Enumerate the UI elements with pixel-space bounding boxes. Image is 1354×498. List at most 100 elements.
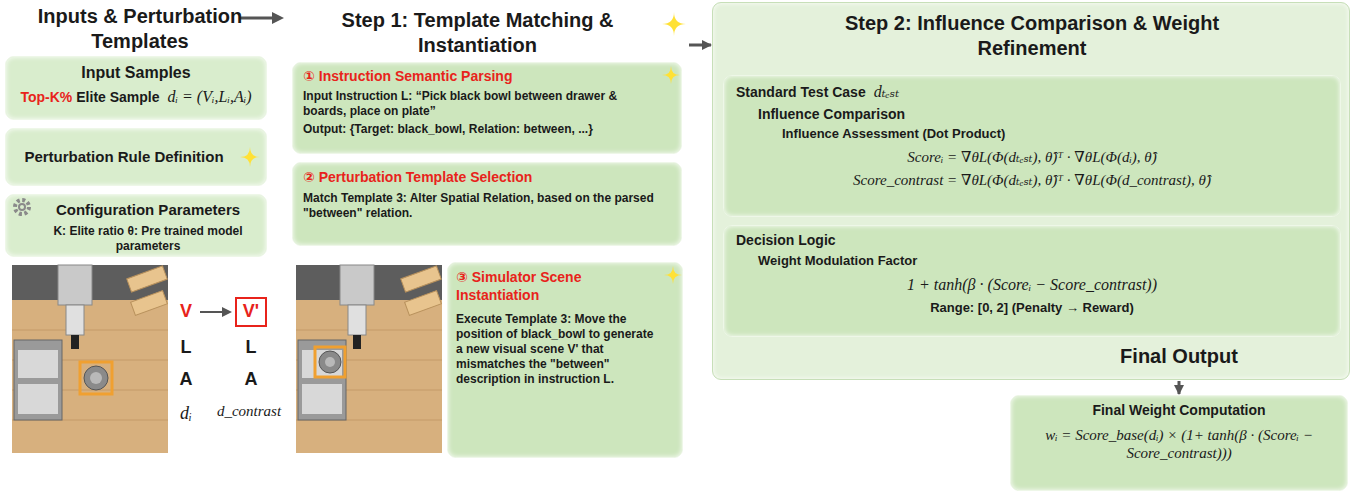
simulator-scene [296, 265, 442, 453]
node-heading: Perturbation Rule Definition [24, 148, 223, 167]
config-box: Configuration Parameters K: Elite ratio θ… [5, 194, 267, 257]
sample-symbol: dᵢ [172, 402, 200, 425]
simulator-scene [325, 357, 335, 367]
simulator-scene [90, 372, 102, 384]
node-text: dᵢ = (Vᵢ,Lᵢ,Aᵢ) [168, 88, 252, 105]
node-text: Match Template 3: Alter Spatial Relation… [303, 191, 671, 221]
simulator-scene [319, 351, 341, 373]
simulator-scene [66, 305, 84, 335]
process-box: ② Perturbation Template SelectionMatch T… [292, 162, 682, 246]
process-box: ① Instruction Semantic ParsingInput Inst… [292, 62, 682, 154]
highlight-star [662, 12, 686, 36]
scene-symbol: A [238, 368, 264, 391]
node-text: Input Instruction L: “Pick black bowl be… [303, 89, 659, 119]
simulator-scene [12, 300, 168, 453]
node-text: Execute Template 3: Move the position of… [456, 312, 662, 387]
simulator-scene [14, 340, 62, 420]
node-heading: Configuration Parameters [38, 201, 258, 220]
simulator-scene [315, 347, 345, 377]
highlight-star [240, 147, 260, 167]
transform-arrow [200, 307, 232, 317]
node-text: Influence Comparison [758, 106, 1328, 124]
output-box: Final Weight Computation wᵢ = Score_base(… [1010, 395, 1348, 491]
simulator-scene [80, 362, 112, 394]
gear-icon [18, 203, 26, 211]
node-text: wᵢ = Score_base(dᵢ) × (1+ tanh(β · (Scor… [1021, 426, 1337, 464]
simulator-scene [348, 305, 366, 335]
column-heading: Inputs & Perturbation Templates [18, 4, 262, 54]
highlight-star [664, 266, 682, 284]
node-heading: Step 2: Influence Comparison & Weight Re… [802, 11, 1262, 61]
node-heading: ① Instruction Semantic Parsing [303, 68, 659, 86]
simulator-scene [18, 350, 58, 378]
flow-arrow [1178, 381, 1181, 394]
panel-shape [6, 3, 687, 492]
node-heading: Final Weight Computation [1021, 402, 1337, 420]
simulator-scene [84, 366, 108, 390]
node-heading: Input Samples [14, 63, 258, 83]
node-heading: ② Perturbation Template Selection [303, 169, 671, 187]
scene-symbol: A [176, 368, 196, 391]
flow-arrow [240, 12, 284, 24]
node-heading: Step 1: Template Matching & Instantiatio… [290, 8, 665, 58]
node-text: Influence Assessment (Dot Product) [782, 126, 1328, 142]
gear-icon [20, 205, 24, 209]
simulator-scene [401, 266, 441, 292]
simulator-scene [12, 265, 168, 453]
scene-symbol: V' [238, 300, 264, 323]
simulator-scene [71, 335, 79, 349]
node-text: Top-K% [20, 89, 72, 105]
simulator-scene [296, 330, 442, 331]
highlight-box [236, 298, 266, 326]
simulator-scene [296, 330, 442, 420]
node-text: Elite Sample [76, 89, 159, 105]
node-text: K: Elite ratio θ: Pre trained model para… [38, 224, 258, 254]
node-text: Scoreᵢ = ∇θL(Φ(dₜₑₛₜ), θ̂)ᵀ · ∇θL(Φ(dᵢ),… [736, 148, 1328, 167]
process-box: Standard Test Case dₜₑₛₜInfluence Compari… [723, 75, 1341, 217]
node-text: Weight Modulation Factor [758, 253, 1328, 269]
node-heading: Decision Logic [736, 232, 1328, 250]
scene-symbol: L [176, 336, 196, 359]
simulator-scene [296, 265, 442, 453]
highlight-star [662, 66, 680, 84]
decision-box: Decision LogicWeight Modulation Factor 1 … [723, 225, 1341, 337]
process-box: ③ Simulator Scene InstantiationExecute T… [447, 262, 683, 458]
flow-arrow [689, 44, 711, 47]
node-text: 1 + tanh(β · (Scoreᵢ − Score_contrast)) [736, 275, 1328, 295]
transform-arrow [200, 311, 224, 313]
simulator-scene [12, 330, 168, 331]
simulator-scene [131, 291, 168, 316]
node-heading: Standard Test Case [736, 84, 866, 100]
simulator-scene [58, 265, 92, 305]
flow-arrow [240, 17, 274, 20]
gear-icon [15, 200, 29, 214]
sample-symbol: d_contrast [204, 402, 294, 421]
simulator-scene [18, 384, 58, 414]
section-heading: Final Output [1010, 344, 1348, 369]
simulator-scene [127, 266, 167, 292]
node-heading: ③ Simulator Scene Instantiation [456, 269, 662, 304]
gear-icon [15, 200, 29, 214]
node-text: Range: [0, 2] (Penalty → Reward) [736, 300, 1328, 316]
flow-arrow [272, 12, 284, 24]
node-text: Score_contrast = ∇θL(Φ(dₜₑₛₜ), θ̂)ᵀ · ∇θ… [736, 171, 1328, 190]
simulator-scene [302, 350, 342, 378]
input-box: Input SamplesTop-K%Elite Sample dᵢ = (Vᵢ,… [5, 56, 267, 120]
scene-symbol: V [176, 300, 196, 323]
transform-arrow [222, 307, 232, 317]
simulator-scene [405, 291, 442, 316]
simulator-scene [340, 265, 374, 305]
simulator-scene [296, 300, 442, 453]
rule-box: Perturbation Rule Definition [5, 128, 267, 186]
scene-symbol: L [238, 336, 264, 359]
node-text: dₜₑₛₜ [874, 83, 899, 100]
simulator-scene [12, 265, 168, 453]
step-panel: Step 2: Influence Comparison & Weight Re… [712, 2, 1350, 380]
simulator-scene [298, 340, 346, 420]
simulator-scene [12, 330, 168, 420]
simulator-scene [353, 335, 361, 349]
simulator-scene [302, 384, 342, 414]
node-text: Output: {Target: black_bowl, Relation: b… [303, 122, 659, 137]
